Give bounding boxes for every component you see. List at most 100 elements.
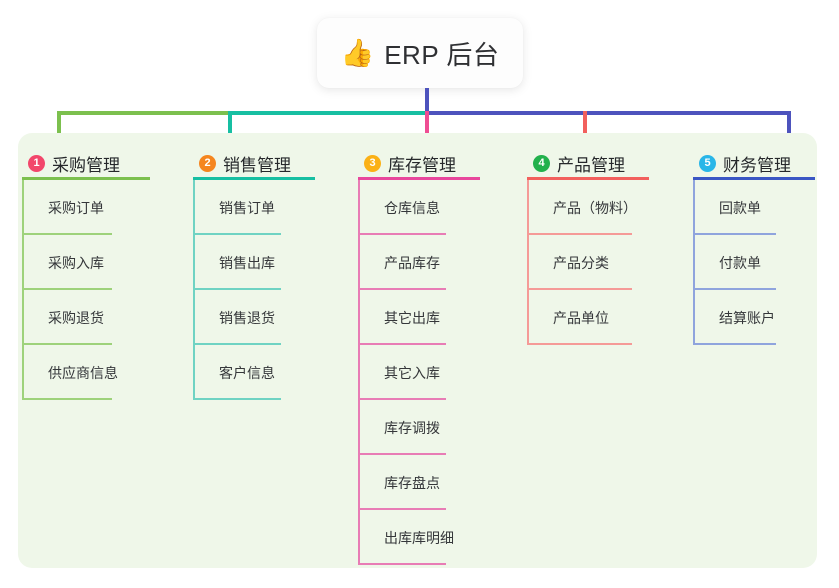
bus-segment-green xyxy=(57,111,228,115)
leaf-node-label: 销售订单 xyxy=(219,199,275,216)
branch-spine xyxy=(527,180,529,345)
branch-header-underline xyxy=(22,177,150,180)
branch-header-underline xyxy=(527,177,649,180)
leaf-node-label: 采购入库 xyxy=(48,254,104,271)
branch-header-inventory[interactable]: 3 库存管理 xyxy=(358,146,480,180)
leaf-node-label: 产品库存 xyxy=(384,254,440,271)
leaf-node-underline xyxy=(693,343,776,345)
leaf-node[interactable]: 出库库明细 xyxy=(358,510,456,565)
branch-leaf-list-product: 产品（物料） 产品分类产品单位 xyxy=(527,180,637,345)
branch-number-badge: 4 xyxy=(533,154,550,172)
leaf-node-underline xyxy=(358,563,446,565)
leaf-node-underline xyxy=(22,398,112,400)
leaf-node-label: 产品单位 xyxy=(553,309,609,326)
leaf-node-underline xyxy=(527,343,632,345)
leaf-node-label: 其它出库 xyxy=(384,309,440,326)
root-node-erp-backend[interactable]: 👍 ERP 后台 xyxy=(317,18,523,88)
branch-number-badge: 3 xyxy=(364,154,381,172)
branch-column-product: 4 产品管理产品（物料） 产品分类产品单位 xyxy=(527,146,649,345)
branch-spine xyxy=(193,180,195,400)
bus-segment-teal xyxy=(228,111,425,115)
leaf-node-underline xyxy=(527,233,632,235)
branch-leaf-list-inventory: 仓库信息产品库存其它出库其它入库库存调拨库存盘点出库库明细 xyxy=(358,180,456,565)
leaf-node[interactable]: 采购退货 xyxy=(22,290,120,345)
root-node-title: ERP 后台 xyxy=(384,39,500,70)
leaf-node[interactable]: 库存盘点 xyxy=(358,455,456,510)
branch-title-purchasing: 采购管理 xyxy=(52,155,120,175)
leaf-node-underline xyxy=(193,233,281,235)
branch-spine xyxy=(693,180,695,345)
branch-header-product[interactable]: 4 产品管理 xyxy=(527,146,649,180)
leaf-node-label: 回款单 xyxy=(719,199,761,216)
bus-segment-blue xyxy=(425,111,791,115)
drop-product xyxy=(583,111,587,144)
drop-sales xyxy=(228,111,232,144)
leaf-node[interactable]: 产品分类 xyxy=(527,235,637,290)
leaf-node[interactable]: 产品单位 xyxy=(527,290,637,345)
branch-spine xyxy=(22,180,24,400)
leaf-node-label: 出库库明细 xyxy=(384,529,454,546)
leaf-node-label: 采购退货 xyxy=(48,309,104,326)
branch-title-finance: 财务管理 xyxy=(723,155,791,175)
leaf-node[interactable]: 采购订单 xyxy=(22,180,120,235)
leaf-node-label: 仓库信息 xyxy=(384,199,440,216)
root-stem-connector xyxy=(425,88,429,113)
leaf-node-underline xyxy=(22,343,112,345)
leaf-node[interactable]: 仓库信息 xyxy=(358,180,456,235)
leaf-node-underline xyxy=(358,508,446,510)
leaf-node[interactable]: 采购入库 xyxy=(22,235,120,290)
leaf-node-label: 产品（物料） xyxy=(553,199,637,216)
leaf-node-underline xyxy=(693,233,776,235)
thumbs-up-emoji: 👍 xyxy=(340,37,375,68)
leaf-node-underline xyxy=(358,398,446,400)
branch-leaf-list-sales: 销售订单销售出库销售退货客户信息 xyxy=(193,180,291,400)
leaf-node-underline xyxy=(358,453,446,455)
leaf-node[interactable]: 供应商信息 xyxy=(22,345,120,400)
branch-title-inventory: 库存管理 xyxy=(388,155,456,175)
leaf-node[interactable]: 销售订单 xyxy=(193,180,291,235)
leaf-node-underline xyxy=(193,343,281,345)
leaf-node-label: 销售退货 xyxy=(219,309,275,326)
leaf-node[interactable]: 付款单 xyxy=(693,235,791,290)
drop-finance xyxy=(787,111,791,144)
leaf-node-label: 库存调拨 xyxy=(384,419,440,436)
branch-title-product: 产品管理 xyxy=(557,155,625,175)
leaf-node-label: 库存盘点 xyxy=(384,474,440,491)
leaf-node[interactable]: 产品库存 xyxy=(358,235,456,290)
branch-header-underline xyxy=(193,177,315,180)
leaf-node-label: 供应商信息 xyxy=(48,364,118,381)
leaf-node-label: 销售出库 xyxy=(219,254,275,271)
leaf-node-label: 产品分类 xyxy=(553,254,609,271)
leaf-node-label: 其它入库 xyxy=(384,364,440,381)
leaf-node-underline xyxy=(358,343,446,345)
leaf-node[interactable]: 其它入库 xyxy=(358,345,456,400)
branch-header-underline xyxy=(358,177,480,180)
leaf-node-label: 付款单 xyxy=(719,254,761,271)
leaf-node[interactable]: 产品（物料） xyxy=(527,180,637,235)
leaf-node-underline xyxy=(193,398,281,400)
leaf-node[interactable]: 回款单 xyxy=(693,180,791,235)
leaf-node[interactable]: 销售出库 xyxy=(193,235,291,290)
leaf-node[interactable]: 其它出库 xyxy=(358,290,456,345)
drop-inventory xyxy=(425,111,429,144)
branch-leaf-list-purchasing: 采购订单采购入库采购退货供应商信息 xyxy=(22,180,120,400)
leaf-node-underline xyxy=(193,288,281,290)
branch-spine xyxy=(358,180,360,565)
branch-title-sales: 销售管理 xyxy=(223,155,291,175)
leaf-node-label: 结算账户 xyxy=(719,309,775,326)
leaf-node[interactable]: 库存调拨 xyxy=(358,400,456,455)
branch-leaf-list-finance: 回款单付款单结算账户 xyxy=(693,180,791,345)
leaf-node[interactable]: 结算账户 xyxy=(693,290,791,345)
leaf-node[interactable]: 销售退货 xyxy=(193,290,291,345)
leaf-node-label: 客户信息 xyxy=(219,364,275,381)
leaf-node-underline xyxy=(693,288,776,290)
leaf-node-underline xyxy=(358,288,446,290)
leaf-node[interactable]: 客户信息 xyxy=(193,345,291,400)
